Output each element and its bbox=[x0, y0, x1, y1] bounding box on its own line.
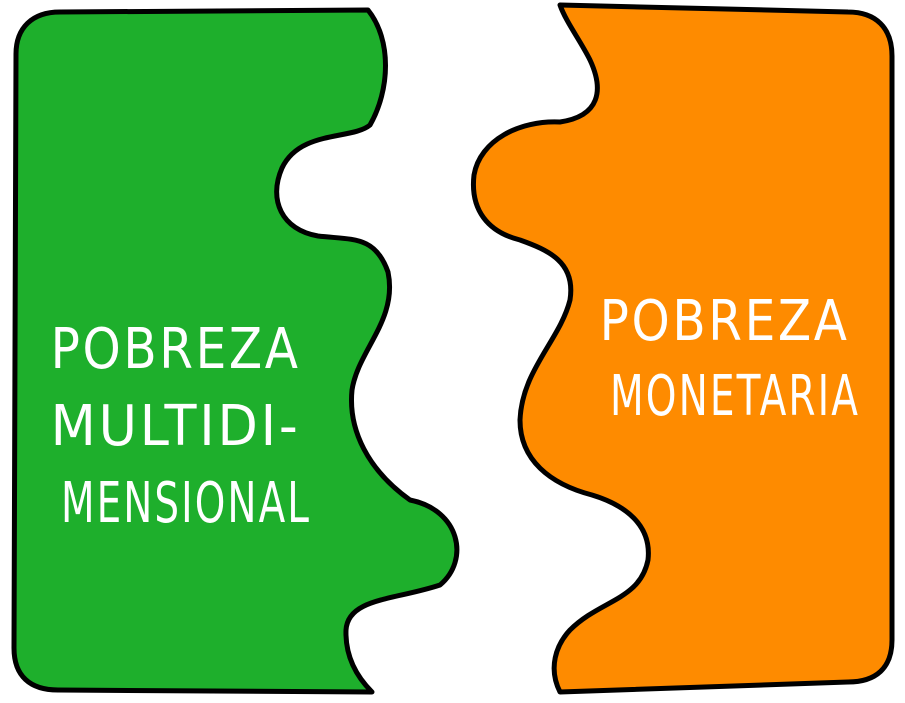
right-piece-label: POBREZA MONETARIA bbox=[600, 289, 871, 429]
right-label-line-1: POBREZA bbox=[600, 289, 850, 354]
left-piece-label: POBREZA MULTIDI- MENSIONAL bbox=[51, 317, 322, 536]
left-puzzle-piece bbox=[11, 7, 460, 695]
left-label-line-2: MULTIDI- bbox=[51, 394, 301, 459]
right-label-line-2: MONETARIA bbox=[610, 364, 860, 429]
left-label-line-3: MENSIONAL bbox=[61, 471, 311, 536]
right-puzzle-piece bbox=[470, 2, 895, 695]
left-label-line-1: POBREZA bbox=[51, 317, 301, 382]
